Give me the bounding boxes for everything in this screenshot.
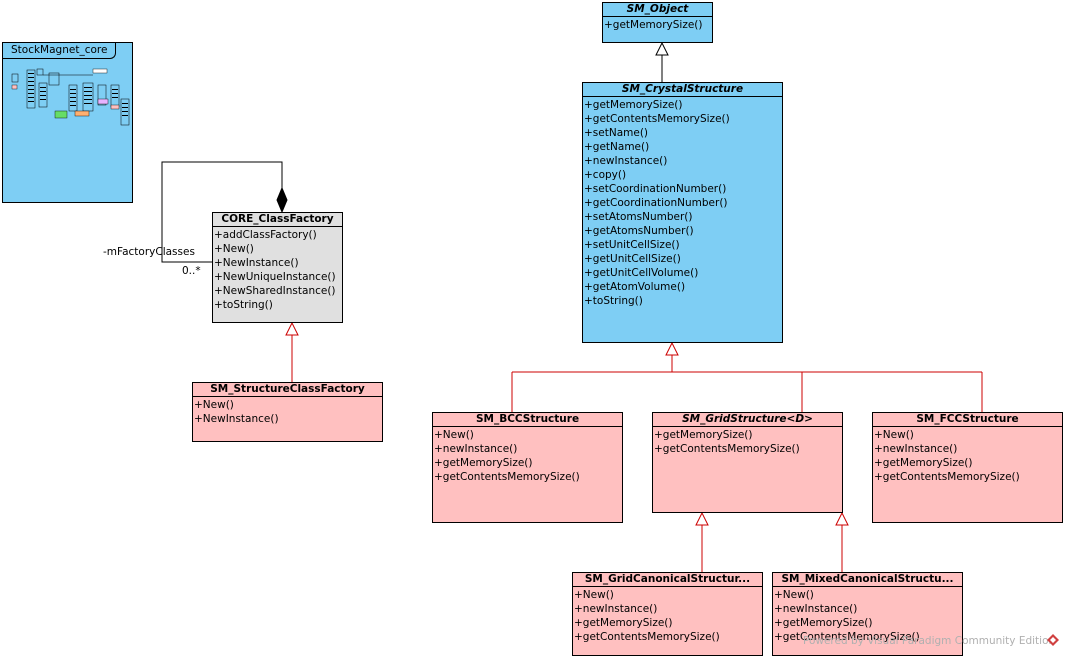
composition-diamond [276,186,288,214]
class-name: SM_Object [603,3,712,17]
inherit-arrow-object [655,41,669,56]
class-name: SM_StructureClassFactory [193,383,382,397]
operation-item: +newInstance() [584,155,668,167]
class-sm-grid-structure[interactable]: SM_GridStructure<D> +getMemorySize()+get… [652,412,843,513]
operation-item: +NewUniqueInstance() [214,271,336,283]
composition-loop [161,161,283,263]
class-name: CORE_ClassFactory [213,213,342,227]
operations-list: +getMemorySize() [603,17,712,32]
class-sm-crystal-structure[interactable]: SM_CrystalStructure +getMemorySize()+get… [582,82,783,343]
class-name: SM_FCCStructure [873,413,1062,427]
operation-item: +New() [774,589,814,601]
operations-list: +New() +newInstance() +getMemorySize() +get… [873,427,1062,484]
operation-item: +getContentsMemorySize() [434,471,580,483]
operation-item: +NewInstance() [194,413,279,425]
operation-item: +newInstance() [434,443,518,455]
operation-item: +getUnitCellVolume() [584,267,699,279]
operation-item: +getMemorySize() [584,99,683,111]
operation-item: +toString() [584,295,643,307]
operation-item: +New() [194,399,234,411]
association-role-label: -mFactoryClasses [103,246,195,258]
operation-item: +newInstance() [874,443,958,455]
operation-item: +toString() [214,299,273,311]
inherit-arrow-grid-right [835,511,849,526]
class-sm-object[interactable]: SM_Object +getMemorySize() [602,2,713,43]
package-thumbnail [11,68,130,126]
class-sm-mixed-canonical-structure[interactable]: SM_MixedCanonicalStructu... +New() +newIn… [772,572,963,656]
operations-list: +addClassFactory() +New() +NewInstance() +N… [213,227,342,312]
operation-item: +getContentsMemorySize() [654,443,800,455]
operation-item: +New() [874,429,914,441]
operation-item: +copy() [584,169,627,181]
operation-item: +setUnitCellSize() [584,239,680,251]
operation-item: +getName() [584,141,650,153]
class-sm-structure-class-factory[interactable]: SM_StructureClassFactory +New() +NewInsta… [192,382,383,442]
operation-item: +getMemorySize() [434,457,533,469]
operation-item: +getContentsMemorySize() [874,471,1020,483]
operation-item: +getContentsMemorySize() [574,631,720,643]
operation-item: +getAtomVolume() [584,281,686,293]
class-name: SM_GridCanonicalStructur... [573,573,762,587]
operation-item: +setCoordinationNumber() [584,183,727,195]
operation-item: +NewSharedInstance() [214,285,336,297]
operation-item: +getMemorySize() [874,457,973,469]
operation-item: +New() [434,429,474,441]
operation-item: +New() [574,589,614,601]
operations-list: +New() +newInstance() +getMemorySize() +get… [773,587,962,644]
operation-item: +New() [214,243,254,255]
operation-item: +getCoordinationNumber() [584,197,728,209]
class-name: SM_BCCStructure [433,413,622,427]
operations-list: +New() +newInstance() +getMemorySize() +get… [433,427,622,484]
operation-item: +getMemorySize() [774,617,873,629]
watermark-text: Powered by Visual Paradigm Community Edi… [803,635,1056,647]
operations-list: +getMemorySize() +getContentsMemorySize() [653,427,842,456]
operations-list: +New() +newInstance() +getMemorySize() +get… [573,587,762,644]
package-name: StockMagnet_core [3,43,117,59]
operation-item: +newInstance() [774,603,858,615]
operation-item: +getContentsMemorySize() [584,113,730,125]
class-name: SM_CrystalStructure [583,83,782,97]
class-sm-bcc-structure[interactable]: SM_BCCStructure +New() +newInstance() +get… [432,412,623,523]
operations-list: +getMemorySize() +getContentsMemorySize()… [583,97,782,308]
package-stockmagnet-core[interactable]: StockMagnet_core [2,42,133,203]
class-core-class-factory[interactable]: CORE_ClassFactory +addClassFactory() +New… [212,212,343,323]
operation-item: +setName() [584,127,649,139]
operation-item: +getContentsMemorySize() [774,631,920,643]
operation-item: +getUnitCellSize() [584,253,681,265]
operation-item: +getMemorySize() [654,429,753,441]
inherit-arrow-crystal [665,341,679,356]
visual-paradigm-logo-icon [1047,634,1059,646]
class-sm-grid-canonical-structure[interactable]: SM_GridCanonicalStructur... +New() +newIn… [572,572,763,656]
operation-item: +newInstance() [574,603,658,615]
operation-item: +getMemorySize() [574,617,673,629]
inherit-arrow-grid-left [695,511,709,526]
operation-item: +setAtomsNumber() [584,211,693,223]
class-name: SM_GridStructure<D> [653,413,842,427]
association-multiplicity-label: 0..* [182,265,201,277]
operations-list: +New() +NewInstance() [193,397,382,426]
operation-item: +getAtomsNumber() [584,225,694,237]
class-name: SM_MixedCanonicalStructu... [773,573,962,587]
operation-item: +getMemorySize() [604,19,703,31]
class-sm-fcc-structure[interactable]: SM_FCCStructure +New() +newInstance() +get… [872,412,1063,523]
operation-item: +addClassFactory() [214,229,317,241]
operation-item: +NewInstance() [214,257,299,269]
inherit-arrow-core-factory [285,321,299,336]
